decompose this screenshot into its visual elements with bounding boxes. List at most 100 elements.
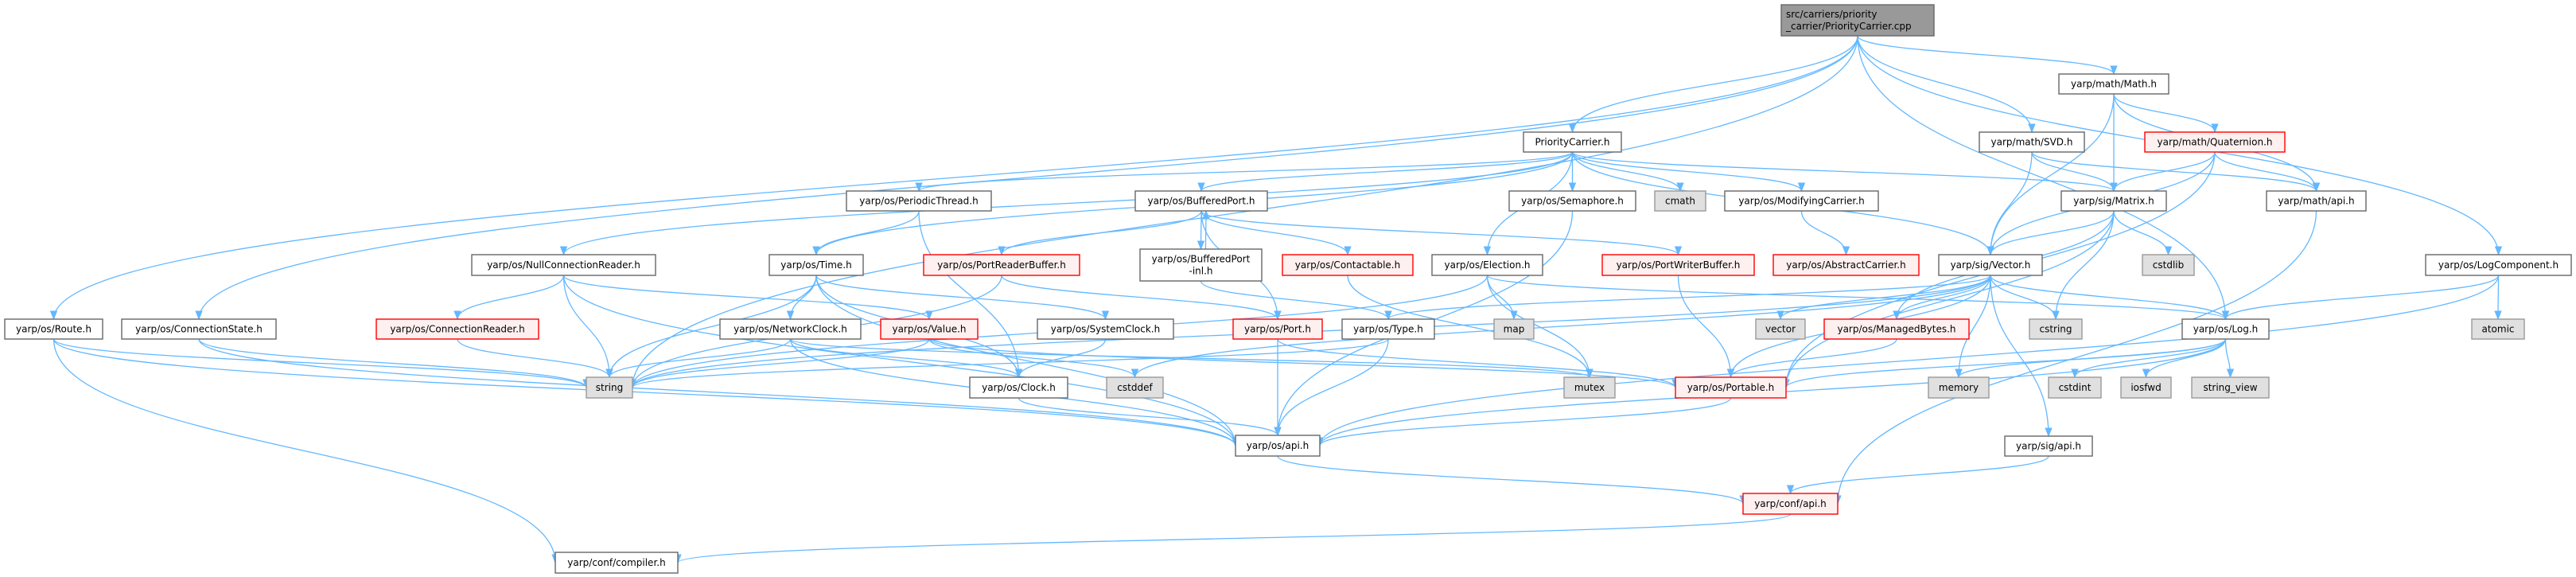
edge-pch-to-periodic: [915, 151, 1574, 193]
node-sigapi[interactable]: yarp/sig/api.h: [2004, 435, 2093, 457]
edge-netclock-to-string: [605, 338, 792, 379]
node-label: yarp/os/Value.h: [892, 324, 966, 335]
node-box: [1139, 248, 1263, 282]
node-box: [1106, 376, 1164, 399]
node-time[interactable]: yarp/os/Time.h: [769, 254, 864, 276]
node-creader[interactable]: yarp/os/ConnectionReader.h: [376, 318, 539, 340]
node-mbytes[interactable]: yarp/os/ManagedBytes.h: [1823, 318, 1970, 340]
edge-cpp-to-cstate: [195, 35, 1858, 321]
node-type[interactable]: yarp/os/Type.h: [1341, 318, 1435, 340]
node-label: yarp/os/ModifyingCarrier.h: [1738, 196, 1864, 207]
node-label: yarp/os/Type.h: [1353, 324, 1423, 335]
node-bpinl[interactable]: yarp/os/BufferedPort-inl.h: [1139, 248, 1263, 282]
node-label: -inl.h: [1189, 266, 1212, 277]
node-box: [1508, 190, 1636, 212]
node-label: yarp/os/BufferedPort.h: [1147, 196, 1255, 207]
node-label: yarp/os/PortWriterBuffer.h: [1617, 259, 1741, 271]
node-value[interactable]: yarp/os/Value.h: [880, 318, 979, 340]
edge-pwbuf-to-portable: [1677, 275, 1735, 379]
node-label: yarp/os/PortReaderBuffer.h: [937, 259, 1066, 271]
edge-quat-to-mathapi: [2214, 151, 2321, 193]
node-clock[interactable]: yarp/os/Clock.h: [969, 376, 1068, 399]
node-label: yarp/sig/Matrix.h: [2073, 196, 2154, 207]
edge-creader-to-string: [457, 338, 613, 379]
node-route[interactable]: yarp/os/Route.h: [4, 318, 103, 340]
edge-logcomp-to-osapi: [1316, 275, 2500, 447]
node-atomic: atomic: [2471, 318, 2525, 340]
node-label: yarp/os/Portable.h: [1687, 382, 1775, 393]
node-box: [1979, 131, 2085, 153]
node-box: [880, 318, 979, 340]
node-compiler[interactable]: yarp/conf/compiler.h: [555, 552, 679, 574]
edge-nullcr-to-value: [562, 275, 933, 321]
node-cpp[interactable]: src/carriers/priority_carrier/PriorityCa…: [1780, 4, 1935, 37]
node-port[interactable]: yarp/os/Port.h: [1232, 318, 1323, 340]
edge-cpp-to-log: [1857, 35, 2230, 321]
node-box: [1493, 318, 1535, 340]
node-label: atomic: [2481, 324, 2514, 335]
node-label: yarp/os/NullConnectionReader.h: [487, 259, 640, 271]
edge-time-to-netclock: [786, 275, 817, 321]
node-label: yarp/os/ManagedBytes.h: [1837, 324, 1955, 335]
node-pwbuf[interactable]: yarp/os/PortWriterBuffer.h: [1601, 254, 1755, 276]
node-box: [923, 254, 1080, 276]
node-label: yarp/conf/api.h: [1754, 498, 1827, 509]
node-label: yarp/math/api.h: [2278, 196, 2354, 207]
node-prbuf[interactable]: yarp/os/PortReaderBuffer.h: [923, 254, 1080, 276]
node-matrix[interactable]: yarp/sig/Matrix.h: [2060, 190, 2167, 212]
node-iosfwd: iosfwd: [2120, 376, 2172, 399]
node-cstate[interactable]: yarp/os/ConnectionState.h: [121, 318, 277, 340]
edge-logcomp-to-log: [2221, 275, 2500, 321]
edge-nullcr-to-string: [562, 275, 613, 379]
edge-cpp-to-math: [1857, 35, 2118, 76]
node-modcar[interactable]: yarp/os/ModifyingCarrier.h: [1724, 190, 1879, 212]
node-box: [846, 190, 992, 212]
node-svd[interactable]: yarp/math/SVD.h: [1979, 131, 2085, 153]
edge-election-to-mutex: [1486, 275, 1593, 379]
node-confapi[interactable]: yarp/conf/api.h: [1742, 493, 1839, 515]
node-label: memory: [1939, 382, 1979, 393]
node-sema[interactable]: yarp/os/Semaphore.h: [1508, 190, 1636, 212]
node-pch[interactable]: PriorityCarrier.h: [1523, 131, 1622, 153]
edge-vector-to-memory: [1955, 275, 1991, 379]
edge-confapi-to-compiler: [674, 513, 1792, 564]
node-bport[interactable]: yarp/os/BufferedPort.h: [1134, 190, 1268, 212]
edge-cpp-to-svd: [1857, 35, 2036, 134]
edge-mathapi-to-confapi: [1834, 210, 2317, 505]
node-box: [1938, 254, 2043, 276]
node-netclock[interactable]: yarp/os/NetworkClock.h: [719, 318, 862, 340]
edge-svd-to-mathapi: [2031, 151, 2321, 193]
node-election[interactable]: yarp/os/Election.h: [1431, 254, 1543, 276]
edge-matrix-to-vector: [1986, 210, 2115, 256]
node-label: yarp/math/Quaternion.h: [2158, 137, 2273, 148]
node-log[interactable]: yarp/os/Log.h: [2181, 318, 2270, 340]
node-label: yarp/sig/Vector.h: [1951, 259, 2031, 271]
edge-prbuf-to-port: [1001, 275, 1282, 321]
node-label: cstdlib: [2153, 259, 2184, 271]
node-mathapi[interactable]: yarp/math/api.h: [2266, 190, 2367, 212]
node-nullcr[interactable]: yarp/os/NullConnectionReader.h: [471, 254, 656, 276]
node-quat[interactable]: yarp/math/Quaternion.h: [2144, 131, 2286, 153]
node-box: [471, 254, 656, 276]
node-contact[interactable]: yarp/os/Contactable.h: [1282, 254, 1414, 276]
node-abscar[interactable]: yarp/os/AbstractCarrier.h: [1772, 254, 1920, 276]
node-logcomp[interactable]: yarp/os/LogComponent.h: [2425, 254, 2572, 276]
node-map: map: [1493, 318, 1535, 340]
edges: [49, 35, 2503, 564]
edge-sigapi-to-confapi: [1786, 455, 2049, 495]
node-math[interactable]: yarp/math/Math.h: [2058, 73, 2169, 95]
node-portable[interactable]: yarp/os/Portable.h: [1675, 376, 1787, 399]
edge-vector-to-mbytes: [1893, 275, 1991, 321]
edge-pch-to-cmath: [1571, 151, 1684, 193]
edge-value-to-string: [628, 338, 930, 389]
node-box: [2060, 190, 2167, 212]
edge-sysclock-to-clock: [1014, 338, 1107, 379]
edge-vector-to-log: [1990, 275, 2230, 321]
edge-contact-to-mutex: [1347, 275, 1593, 379]
node-osapi[interactable]: yarp/os/api.h: [1235, 435, 1321, 457]
node-cstring: cstring: [2029, 318, 2083, 340]
node-vector[interactable]: yarp/sig/Vector.h: [1938, 254, 2043, 276]
node-box: [1232, 318, 1323, 340]
node-sysclock[interactable]: yarp/os/SystemClock.h: [1037, 318, 1174, 340]
node-periodic[interactable]: yarp/os/PeriodicThread.h: [846, 190, 992, 212]
